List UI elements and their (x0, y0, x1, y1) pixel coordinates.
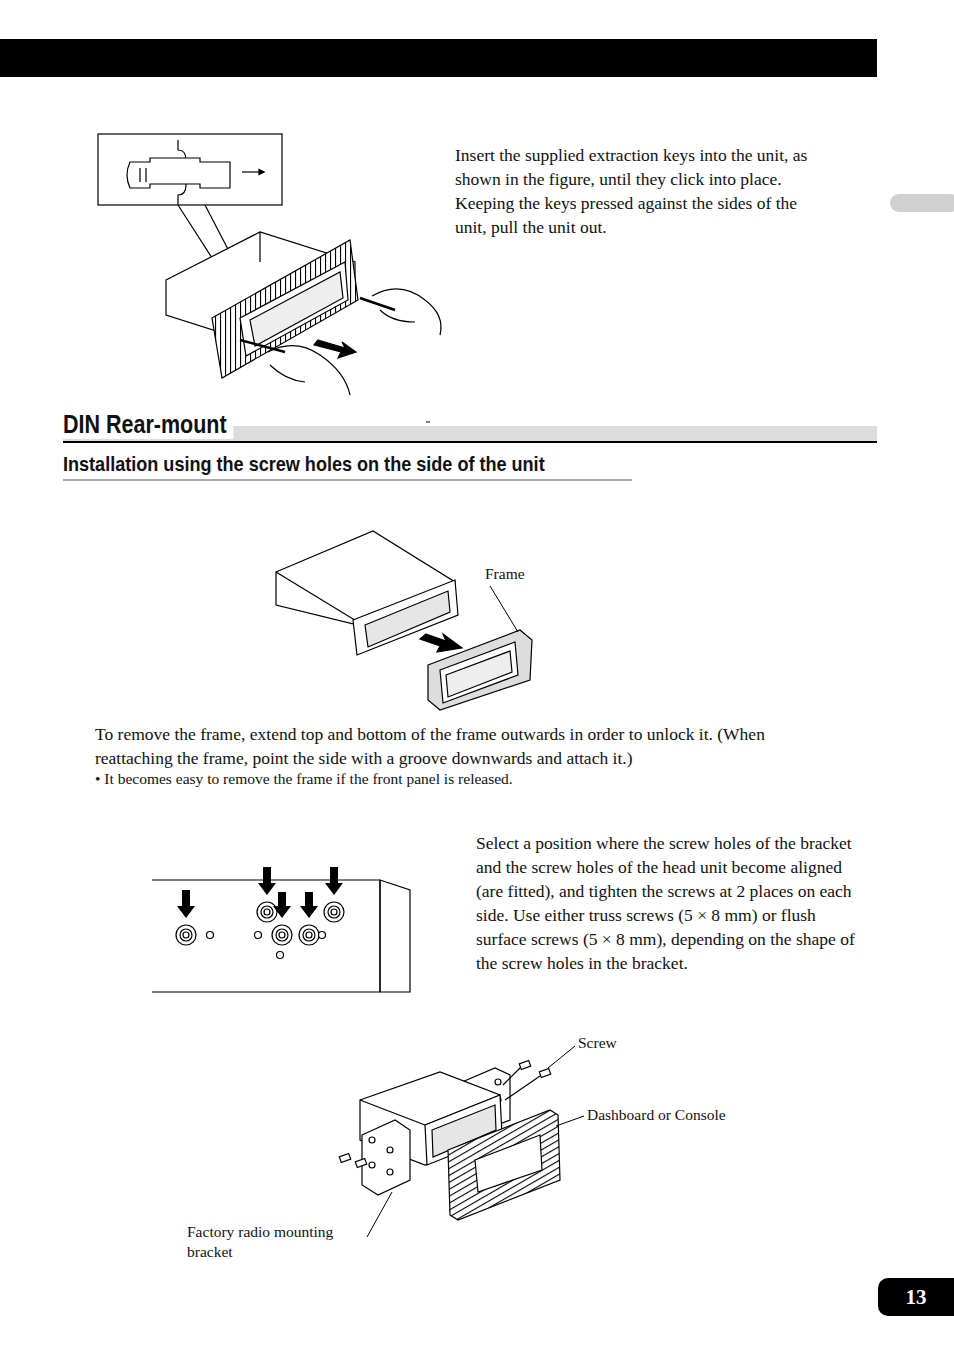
part-label: Dashboard or Console (587, 1105, 726, 1125)
part-label: Screw (578, 1033, 617, 1053)
header-bar (0, 39, 877, 77)
subheading-rule (63, 480, 632, 481)
note-text: • It becomes easy to remove the frame if… (95, 769, 695, 789)
page-number: 13 (906, 1285, 927, 1310)
extraction-figure (98, 134, 441, 395)
heading-rule (63, 441, 877, 443)
page-number-tab: 13 (878, 1278, 954, 1316)
subsection-heading: Installation using the screw holes on th… (63, 451, 545, 477)
instruction-text: Select a position where the screw holes … (476, 831, 868, 975)
part-label: Frame (485, 564, 525, 584)
instruction-text: Insert the supplied extraction keys into… (455, 143, 817, 239)
instruction-text: To remove the frame, extend top and bott… (95, 722, 840, 770)
part-label: Factory radio mounting bracket (187, 1222, 372, 1262)
screw-hole-figure (152, 867, 410, 992)
bracket-install-figure (339, 1046, 584, 1237)
section-heading: DIN Rear-mount (63, 409, 234, 439)
side-tab (890, 194, 954, 212)
